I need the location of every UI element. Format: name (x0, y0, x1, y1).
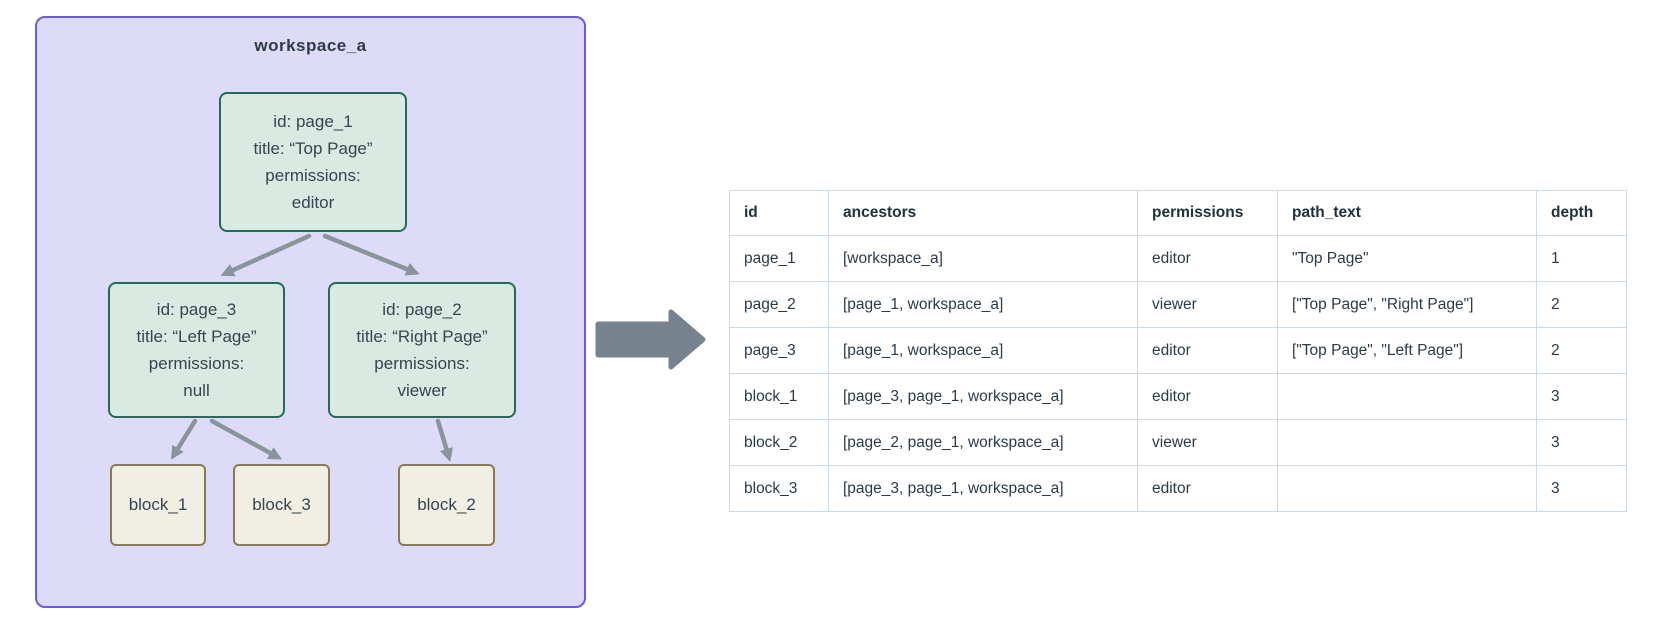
table-row: page_1 [workspace_a] editor "Top Page" 1 (729, 235, 1627, 282)
table-cell: page_1 (729, 235, 829, 282)
result-table: id ancestors permissions path_text depth… (729, 190, 1627, 512)
node-text-line: id: page_2 (382, 300, 462, 319)
table-cell (1277, 465, 1537, 512)
table-cell: ["Top Page", "Left Page"] (1277, 327, 1537, 374)
node-text-line: permissions: (265, 166, 361, 185)
node-text-line: permissions: (374, 354, 470, 373)
column-header-ancestors: ancestors (828, 190, 1138, 236)
table-cell: 2 (1536, 281, 1627, 328)
table-row: block_3 [page_3, page_1, workspace_a] ed… (729, 465, 1627, 512)
node-label: block_1 (128, 495, 188, 514)
table-cell: viewer (1137, 419, 1278, 466)
table-cell (1277, 419, 1537, 466)
table-cell: block_3 (729, 465, 829, 512)
node-text-line: id: page_3 (156, 300, 237, 319)
node-text-line: title: “Right Page” (356, 327, 488, 346)
table-row: block_2 [page_2, page_1, workspace_a] vi… (729, 419, 1627, 466)
table-cell: block_1 (729, 373, 829, 420)
table-cell: 1 (1536, 235, 1627, 282)
table-cell: editor (1137, 327, 1278, 374)
node-text-line: title: “Left Page” (136, 327, 257, 346)
table-cell: [page_1, workspace_a] (828, 281, 1138, 328)
table-cell: page_2 (729, 281, 829, 328)
table-cell (1277, 373, 1537, 420)
node-text-line: title: “Top Page” (253, 139, 373, 158)
node-page-2: id: page_2 title: “Right Page” permissio… (328, 282, 516, 418)
table-cell: 2 (1536, 327, 1627, 374)
node-label: block_3 (252, 495, 311, 514)
node-block-3: block_3 (233, 464, 330, 546)
table-cell: ["Top Page", "Right Page"] (1277, 281, 1537, 328)
node-text-line: permissions: (148, 354, 245, 373)
node-text-line: null (183, 381, 210, 400)
table-cell: [page_2, page_1, workspace_a] (828, 419, 1138, 466)
table-cell: [page_3, page_1, workspace_a] (828, 465, 1138, 512)
table-cell: editor (1137, 465, 1278, 512)
node-text-line: viewer (397, 381, 447, 400)
table-header-row: id ancestors permissions path_text depth (729, 190, 1627, 236)
column-header-path-text: path_text (1277, 190, 1537, 236)
table-row: page_2 [page_1, workspace_a] viewer ["To… (729, 281, 1627, 328)
node-label: block_2 (417, 495, 476, 514)
table-row: block_1 [page_3, page_1, workspace_a] ed… (729, 373, 1627, 420)
table-row: page_3 [page_1, workspace_a] editor ["To… (729, 327, 1627, 374)
table-cell: [workspace_a] (828, 235, 1138, 282)
table-cell: editor (1137, 235, 1278, 282)
column-header-depth: depth (1536, 190, 1627, 236)
table-cell: [page_1, workspace_a] (828, 327, 1138, 374)
table-cell: [page_3, page_1, workspace_a] (828, 373, 1138, 420)
column-header-permissions: permissions (1137, 190, 1278, 236)
node-block-2: block_2 (398, 464, 495, 546)
table-cell: editor (1137, 373, 1278, 420)
table-cell: page_3 (729, 327, 829, 374)
node-text-line: id: page_1 (273, 112, 353, 131)
node-block-1: block_1 (110, 464, 206, 546)
table-cell: 3 (1536, 465, 1627, 512)
column-header-id: id (729, 190, 829, 236)
table-cell: 3 (1536, 373, 1627, 420)
workspace-title: workspace_a (254, 36, 367, 55)
node-page-1: id: page_1 title: “Top Page” permissions… (219, 92, 407, 232)
node-page-3: id: page_3 title: “Left Page” permission… (108, 282, 285, 418)
table-cell: "Top Page" (1277, 235, 1537, 282)
node-text-line: editor (291, 193, 335, 212)
table-cell: block_2 (729, 419, 829, 466)
table-cell: 3 (1536, 419, 1627, 466)
table-cell: viewer (1137, 281, 1278, 328)
